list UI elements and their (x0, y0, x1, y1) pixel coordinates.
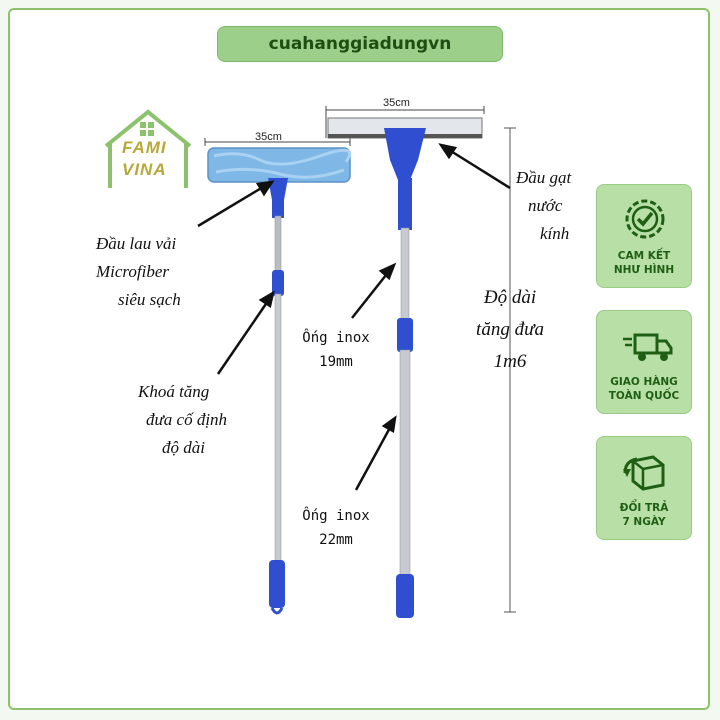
badge-delivery: GIAO HÀNG TOÀN QUỐC (596, 310, 692, 414)
callout-arrows (197, 143, 511, 491)
famivina-logo: FAMI VINA (100, 106, 196, 192)
microfiber-head-label: Đầu lau vải Microfiber siêu sạch (96, 234, 181, 309)
glass-squeegee (325, 106, 516, 618)
microfiber-mop (204, 138, 352, 615)
squeegee-head-label: Đầu gạt nước kính (516, 168, 572, 243)
logo-text-line2: VINA (122, 160, 167, 179)
squeegee-head (384, 128, 426, 180)
site-name-banner: cuahanggiadungvn (217, 26, 503, 62)
right-width-label: 35cm (383, 97, 410, 109)
badge-commitment: CAM KẾT NHƯ HÌNH (596, 184, 692, 288)
squeegee-grip (396, 574, 414, 618)
lock-clamp (272, 270, 284, 296)
badge-check-icon (625, 199, 665, 239)
delivery-truck-icon (623, 333, 673, 361)
left-width-label: 35cm (255, 131, 282, 143)
house-logo-icon (104, 109, 192, 188)
badge-return: ĐỔI TRẢ 7 NGÀY (596, 436, 692, 540)
mop-grip (269, 560, 285, 608)
logo-text-line1: FAMI (122, 138, 167, 157)
squeegee-clamp (397, 318, 413, 352)
return-box-icon (623, 455, 665, 491)
tube-19mm-label: Ống inox 19mm (302, 330, 370, 370)
lock-clamp-label: Khoá tăng đưa cố định độ dài (138, 382, 228, 457)
tube-22mm-label: Ống inox 22mm (302, 508, 370, 548)
length-label: Độ dài tăng đưa 1m6 (476, 287, 544, 372)
